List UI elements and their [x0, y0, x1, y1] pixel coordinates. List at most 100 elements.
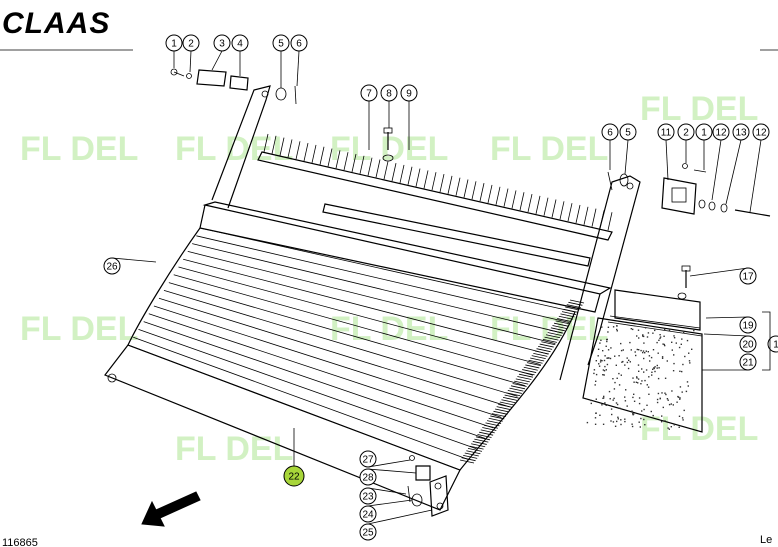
- callout-4[interactable]: 4: [231, 34, 249, 52]
- rubber-texture-dot: [603, 374, 605, 376]
- rubber-texture-dot: [661, 415, 663, 417]
- rubber-texture-dot: [667, 427, 669, 429]
- grate-bar: [183, 258, 549, 355]
- callout-24[interactable]: 24: [359, 505, 377, 523]
- grate-wire: [523, 366, 538, 371]
- rubber-texture-dot: [605, 369, 607, 371]
- callout-circle: [231, 34, 249, 52]
- callout-28[interactable]: 28: [359, 468, 377, 486]
- callout-leader: [689, 267, 749, 277]
- grate-wire: [565, 306, 580, 311]
- rubber-texture-dot: [664, 392, 666, 394]
- comb-tooth: [263, 133, 269, 153]
- rubber-texture-dot: [658, 367, 660, 369]
- rubber-texture-dot: [600, 359, 602, 361]
- callout-12[interactable]: 12: [752, 123, 770, 141]
- rubber-texture-dot: [616, 328, 618, 331]
- rubber-texture-dot: [617, 416, 619, 418]
- comb-tooth: [391, 163, 397, 182]
- grate-wire: [472, 441, 487, 445]
- callout-12[interactable]: 12: [712, 123, 730, 141]
- grate-wire: [569, 299, 585, 304]
- callout-1[interactable]: 1: [165, 34, 183, 52]
- callout-1[interactable]: 1: [695, 123, 713, 141]
- rubber-texture-dot: [606, 340, 608, 343]
- watermark-layer: FL DEL FL DEL FL DEL FL DEL FL DEL FL DE…: [20, 90, 758, 468]
- rubber-texture-dot: [679, 397, 681, 399]
- rubber-texture-dot: [652, 332, 654, 334]
- rubber-texture-dot: [657, 377, 660, 380]
- callout-17[interactable]: 17: [739, 267, 757, 285]
- rubber-texture-dot: [667, 399, 669, 401]
- rubber-texture-dot: [612, 399, 614, 401]
- rubber-texture-dot: [628, 359, 630, 361]
- comb-tooth: [535, 195, 541, 214]
- rubber-texture-dot: [595, 360, 597, 362]
- callout-22[interactable]: 22: [283, 465, 305, 487]
- callout-2[interactable]: 2: [677, 123, 695, 141]
- callout-21[interactable]: 21: [739, 353, 757, 371]
- grate-wire: [466, 450, 481, 455]
- rubber-texture-dot: [597, 348, 600, 350]
- callout-6[interactable]: 6: [290, 34, 308, 52]
- comb-tooth: [543, 197, 549, 216]
- callout-23[interactable]: 23: [359, 487, 377, 505]
- callout-13[interactable]: 13: [732, 123, 750, 141]
- rubber-texture-dot: [593, 372, 595, 375]
- callout-circle: [213, 34, 231, 52]
- callout-6[interactable]: 6: [601, 123, 619, 141]
- callout-circle: [283, 465, 305, 487]
- rubber-texture-dot: [614, 355, 616, 357]
- callout-label: 5: [625, 128, 631, 139]
- comb-tooth: [327, 148, 333, 167]
- grate-wire: [485, 422, 500, 427]
- rubber-texture-dot: [643, 418, 645, 421]
- grate-bar: [199, 227, 576, 313]
- rubber-texture-dot: [605, 404, 607, 406]
- rubber-texture-dot: [603, 359, 606, 362]
- grate-bar: [138, 329, 477, 450]
- comb-tooth: [335, 150, 341, 169]
- rubber-texture-dot: [637, 382, 639, 384]
- rubber-texture-dot: [680, 343, 682, 345]
- rubber-texture-dot: [620, 419, 622, 421]
- callout-5[interactable]: 5: [272, 34, 290, 52]
- grate-bar: [192, 243, 563, 334]
- rubber-texture-dot: [643, 357, 645, 360]
- callout-leader: [296, 50, 300, 87]
- callout-circle: [400, 84, 418, 102]
- callout-9[interactable]: 9: [400, 84, 418, 102]
- rubber-texture-dot: [656, 401, 659, 404]
- rubber-texture-dot: [594, 417, 597, 419]
- rubber-texture-dot: [642, 351, 644, 354]
- corner-note: Le: [760, 534, 772, 546]
- callout-19[interactable]: 19: [739, 316, 757, 334]
- callout-20[interactable]: 20: [739, 335, 757, 353]
- callout-26[interactable]: 26: [103, 257, 121, 275]
- callout-5[interactable]: 5: [619, 123, 637, 141]
- rubber-texture-dot: [590, 399, 592, 402]
- rubber-texture-dot: [670, 403, 672, 405]
- rubber-texture-dot: [624, 420, 626, 423]
- comb-tooth: [511, 190, 517, 209]
- callout-leader: [711, 139, 722, 201]
- rubber-texture-dot: [639, 426, 641, 428]
- comb-tooth: [439, 173, 445, 193]
- callout-2[interactable]: 2: [182, 34, 200, 52]
- callout-7[interactable]: 7: [360, 84, 378, 102]
- rubber-texture-dot: [610, 347, 612, 349]
- callout-circle: [359, 468, 377, 486]
- callout-3[interactable]: 3: [213, 34, 231, 52]
- rubber-texture-dot: [643, 342, 645, 344]
- callout-label: 24: [362, 510, 374, 521]
- callout-27[interactable]: 27: [359, 450, 377, 468]
- callout-11[interactable]: 11: [657, 123, 675, 141]
- callout-8[interactable]: 8: [380, 84, 398, 102]
- callout-leader: [367, 509, 433, 525]
- rubber-texture-dot: [594, 423, 597, 425]
- grate-bar: [196, 235, 570, 323]
- callout-25[interactable]: 25: [359, 523, 377, 541]
- callout-1[interactable]: 1: [767, 335, 778, 353]
- rubber-texture-dot: [602, 369, 605, 371]
- rubber-texture-dot: [618, 355, 620, 357]
